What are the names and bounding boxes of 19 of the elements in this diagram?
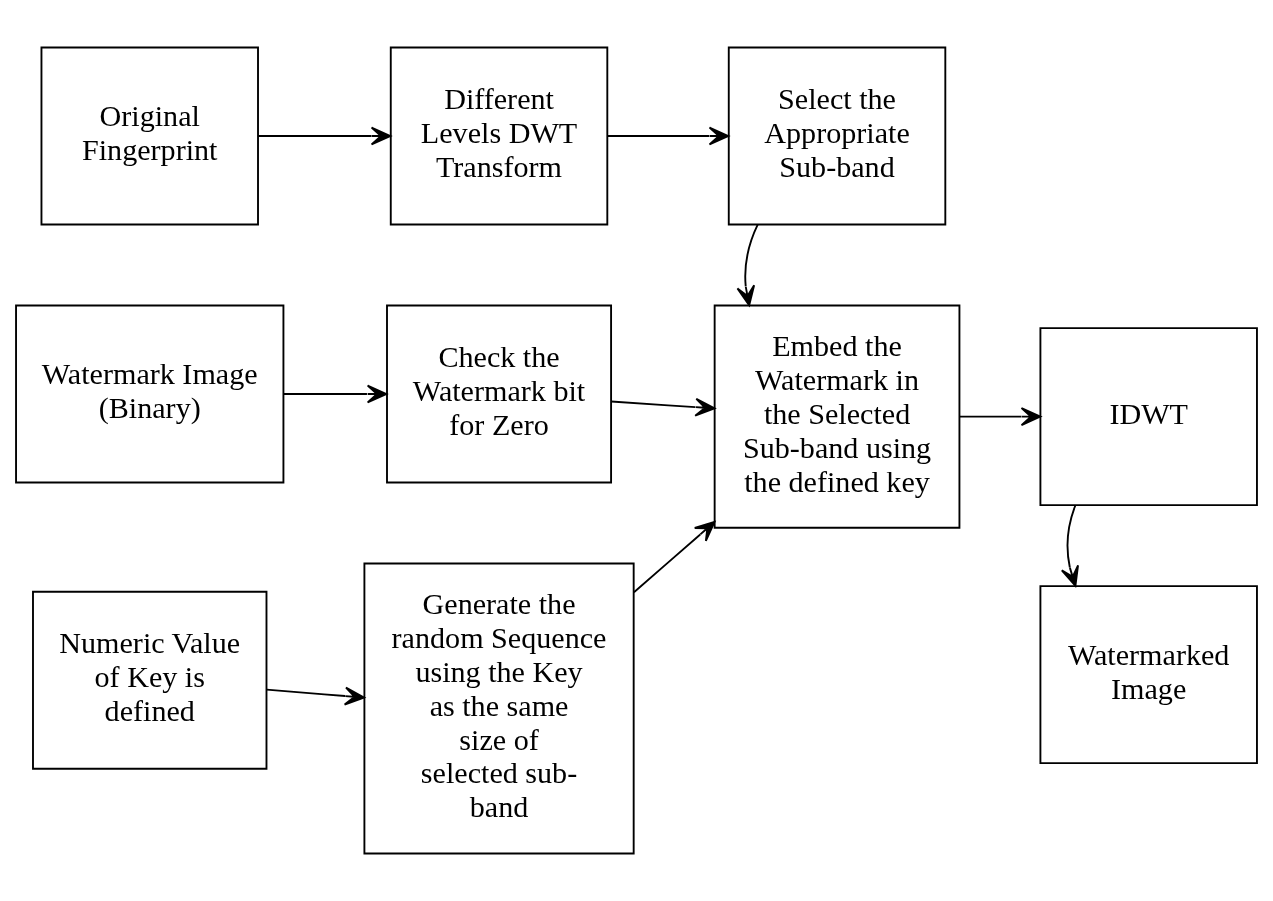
arrow	[1060, 504, 1079, 587]
node-box: Watermark Image (Binary)	[15, 304, 285, 484]
node-box: Numeric Value of Key is defined	[32, 590, 268, 770]
arrow	[265, 686, 365, 706]
node-box: IDWT	[1039, 327, 1258, 507]
arrow	[736, 223, 759, 307]
node-box: Watermarked Image	[1039, 585, 1258, 765]
arrow	[633, 521, 716, 594]
node-box: Generate the random Sequence using the Key as the same size of selected sub-band	[363, 562, 635, 855]
arrow	[282, 384, 388, 404]
node-box: Embed the Watermark in the Selected Sub-band using the defined key	[713, 304, 961, 529]
arrow	[610, 397, 716, 417]
arrow	[257, 126, 392, 146]
node-box: Original Fingerprint	[40, 46, 259, 226]
arrow	[958, 407, 1042, 426]
arrow	[606, 126, 730, 146]
node-box: Different Levels DWT Transform	[389, 46, 609, 226]
node-box: Check the Watermark bit for Zero	[386, 304, 613, 484]
node-box: Select the Appropriate Sub-band	[727, 46, 947, 226]
